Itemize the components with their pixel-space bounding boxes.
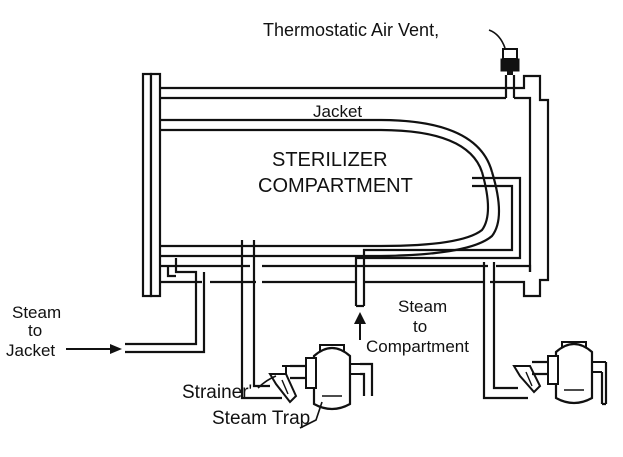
jacket-drain-pipe xyxy=(240,240,282,400)
steam-to-jacket-label-3: Jacket xyxy=(6,341,55,360)
steam-to-jacket-arrow-icon xyxy=(66,344,122,354)
compartment-drain-pipe xyxy=(482,262,528,400)
steam-to-compartment-label-3: Compartment xyxy=(366,337,469,356)
steam-to-compartment-label-1: Steam xyxy=(398,297,447,316)
trap-outlet-pipe-left xyxy=(360,362,374,396)
compartment-label: COMPARTMENT xyxy=(258,175,413,197)
steam-trap-label: Steam Trap xyxy=(212,408,310,429)
thermostatic-air-vent-icon xyxy=(500,48,520,75)
steam-trap-leader-line xyxy=(299,401,323,429)
strainer-to-trap-pipe xyxy=(290,364,306,380)
vent-leader-line xyxy=(488,29,506,49)
jacket-label: Jacket xyxy=(313,102,362,121)
steam-to-jacket-label-1: Steam xyxy=(12,303,61,322)
strainer-icon xyxy=(268,365,298,404)
jacket-lower-wall xyxy=(160,264,532,272)
strainer-leader-line xyxy=(257,375,277,389)
jacket-upper-wall xyxy=(160,96,532,272)
strainer-label: Strainer' xyxy=(182,382,252,403)
strainer-right-icon xyxy=(512,365,542,394)
steam-to-compartment-pipe xyxy=(354,176,522,306)
right-strainer-to-trap-pipe xyxy=(532,360,548,376)
vent-pipe xyxy=(504,75,516,98)
steam-to-compartment-label-2: to xyxy=(413,317,427,336)
steam-to-jacket-label-2: to xyxy=(28,321,42,340)
thermostatic-air-vent-label: Thermostatic Air Vent, xyxy=(263,20,439,40)
sterilizer-label: STERILIZER xyxy=(272,149,388,171)
chamber-lower-wall xyxy=(160,244,380,258)
jacket-outer-shell xyxy=(160,74,550,298)
chamber-rounded-end xyxy=(379,171,501,258)
steam-to-jacket-pipe xyxy=(125,258,206,354)
steam-trap-right-icon xyxy=(547,341,606,405)
steam-trap-icon xyxy=(305,344,360,411)
left-end-flange xyxy=(141,72,162,298)
jacket-inlet-lower xyxy=(166,266,176,278)
trap-outlet-pipe-right xyxy=(600,362,608,406)
steam-to-compartment-arrow-icon xyxy=(354,312,366,340)
chamber-upper-wall xyxy=(160,118,494,173)
